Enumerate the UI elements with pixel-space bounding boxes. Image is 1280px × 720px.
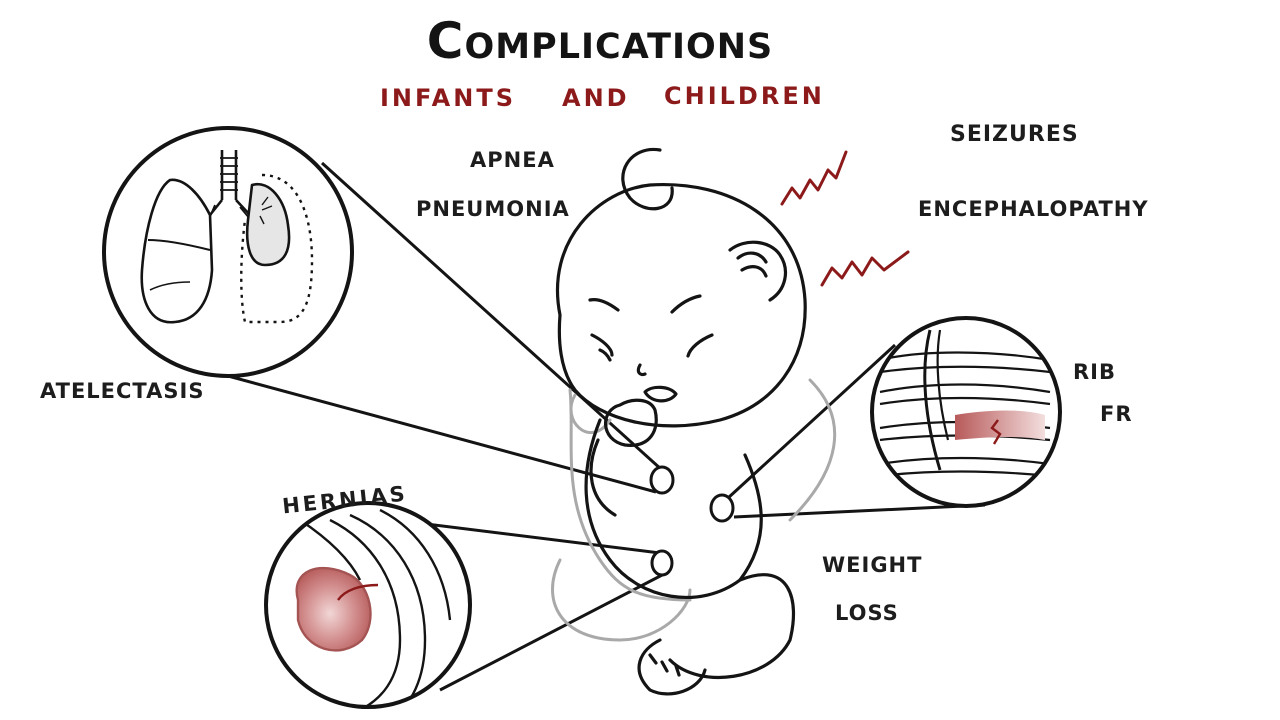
label-fr: FR: [1100, 402, 1133, 426]
baby-eye-left-lower: [598, 348, 612, 362]
baby-toes: [648, 653, 681, 677]
subtitle-children: CHILDREN: [664, 82, 825, 110]
baby-leg: [608, 558, 796, 680]
lungs-icon: [102, 126, 354, 378]
squiggle-icon: [780, 150, 910, 287]
baby-mouth: [643, 385, 678, 403]
hernia-icon: [264, 501, 472, 709]
callout-line-hernia-bottom: [439, 571, 667, 692]
diagram-title: Complications: [426, 12, 774, 70]
baby-brow-left: [588, 298, 620, 312]
baby-fingers: [736, 251, 768, 278]
knob-rib: [709, 493, 735, 523]
callout-line-rib-bottom: [733, 503, 986, 519]
callout-line-rib-top: [726, 343, 897, 500]
knob-chest: [649, 465, 675, 495]
baby-torso-right: [738, 453, 763, 582]
label-weight: WEIGHT: [822, 553, 923, 577]
baby-brow-right: [670, 294, 702, 314]
baby-icon: [551, 147, 837, 696]
baby-body-lower: [551, 378, 837, 642]
rib-cage-icon: [870, 316, 1062, 508]
baby-eye-left: [590, 333, 614, 357]
knob-groin: [650, 549, 674, 577]
baby-eye-right: [686, 333, 714, 358]
callout-knobs: [649, 465, 735, 577]
baby-torso-left: [584, 418, 612, 562]
label-seizures: SEIZURES: [950, 122, 1079, 147]
label-atelectasis: ATELECTASIS: [40, 379, 205, 403]
subtitle-and: AND: [562, 84, 630, 112]
baby-foot: [637, 638, 707, 696]
baby-nose: [636, 363, 647, 377]
label-apnea: APNEA: [470, 148, 555, 172]
baby-head: [555, 182, 807, 428]
baby-hand-head: [728, 240, 788, 302]
label-pneumonia: PNEUMONIA: [416, 197, 570, 221]
baby-fist: [604, 398, 658, 447]
label-rib: RIB: [1073, 360, 1116, 384]
baby-arm: [589, 438, 617, 517]
label-encephalopathy: ENCEPHALOPATHY: [918, 197, 1149, 221]
callout-line-lung-bottom: [227, 374, 657, 494]
baby-hair-curl: [621, 147, 674, 211]
subtitle-infants: INFANTS: [380, 84, 516, 112]
label-loss: LOSS: [835, 601, 899, 625]
